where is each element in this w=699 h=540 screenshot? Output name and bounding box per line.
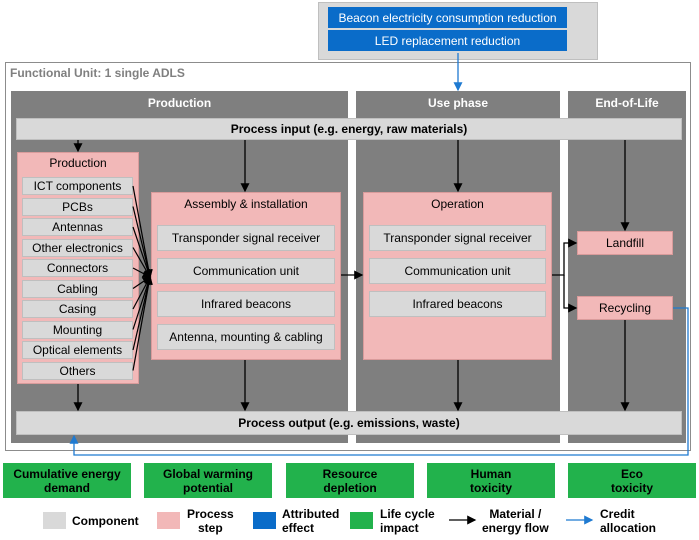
legend-credit-line1: Credit [600, 507, 635, 521]
functional-unit-label: Functional Unit: 1 single ADLS [10, 66, 185, 80]
operation-item: Infrared beacons [369, 291, 546, 317]
legend-lci-swatch [350, 512, 373, 529]
functional-unit-frame [5, 62, 691, 451]
phase-production-title: Production [147, 96, 212, 110]
component-item: Connectors [22, 259, 133, 277]
component-item: Other electronics [22, 238, 133, 257]
production-box-title: Production [49, 156, 107, 170]
impact-line: demand [43, 480, 90, 495]
legend-flow-line2: energy flow [482, 521, 549, 535]
component-flow-arrow [132, 267, 152, 278]
impact-line: potential [183, 480, 233, 495]
legend-lci-label: Life cycle impact [380, 507, 435, 535]
legend-flow-line1: Material / [489, 507, 542, 521]
impact-line: depletion [323, 480, 377, 495]
phase-eol [568, 91, 686, 443]
legend-lci-line2: impact [380, 521, 419, 535]
legend-process-swatch [157, 512, 180, 529]
landfill-box: Landfill [577, 231, 673, 255]
component-flow-arrow [132, 275, 153, 371]
legend-attributed-swatch [253, 512, 276, 529]
component-item: PCBs [22, 197, 133, 216]
process-input: Process input (e.g. energy, raw material… [16, 118, 682, 140]
credit-item-beacon: Beacon electricity consumption reduction [328, 7, 567, 28]
impact-line: toxicity [469, 480, 512, 495]
operation-item: Transponder signal receiver [369, 225, 546, 251]
legend-component-swatch [43, 512, 66, 529]
component-flow-arrow [132, 275, 153, 351]
legend-lci-line1: Life cycle [380, 507, 435, 521]
process-output: Process output (e.g. emissions, waste) [16, 411, 682, 435]
component-item: Others [22, 361, 133, 380]
impact-line: toxicity [610, 480, 653, 495]
arrow-operation-landfill [552, 238, 578, 276]
component-flow-arrow [132, 206, 153, 279]
assembly-title: Assembly & installation [184, 197, 308, 211]
assembly-item: Transponder signal receiver [157, 225, 335, 251]
credit-item-led: LED replacement reduction [328, 30, 567, 51]
legend-credit-arrow [566, 515, 594, 525]
operation-item: Communication unit [369, 258, 546, 284]
recycling-box: Recycling [577, 296, 673, 320]
component-item: Cabling [22, 279, 133, 298]
component-item: Antennas [22, 218, 133, 236]
impact-line: Cumulative energy [13, 466, 121, 481]
impact-line: Global warming [162, 466, 253, 481]
component-item: Casing [22, 300, 133, 318]
assembly-item: Infrared beacons [157, 291, 335, 317]
phase-use-title: Use phase [427, 96, 489, 110]
legend-attributed-line1: Attributed [282, 507, 340, 521]
legend-flow-label: Material / energy flow [482, 507, 549, 535]
impact-line: Eco [620, 466, 643, 481]
legend-process-line2: step [198, 521, 223, 535]
legend-flow-arrow [449, 515, 477, 525]
credit-allocation-line [69, 307, 689, 456]
component-item: Mounting [22, 320, 133, 339]
legend-attributed-label: Attributed effect [282, 507, 339, 535]
legend-credit-label: Credit allocation [600, 507, 656, 535]
component-item: Optical elements [22, 341, 133, 359]
legend-credit-line2: allocation [600, 521, 657, 535]
phase-eol-title: End-of-Life [595, 96, 659, 110]
impact-line: Human [470, 466, 512, 481]
component-flow-arrow [132, 275, 152, 330]
assembly-item: Communication unit [157, 258, 335, 284]
operation-title: Operation [431, 197, 484, 211]
legend-process-line1: Process [187, 507, 234, 521]
component-item: ICT components [22, 177, 133, 195]
arrow-operation-recycling [563, 275, 578, 313]
impact-line: Resource [322, 466, 378, 481]
assembly-item: Antenna, mounting & cabling [157, 324, 335, 350]
legend-component-label: Component [72, 514, 139, 528]
legend-process-label: Process step [187, 507, 234, 535]
component-flow-arrow [132, 185, 153, 279]
legend-attributed-line2: effect [282, 521, 315, 535]
